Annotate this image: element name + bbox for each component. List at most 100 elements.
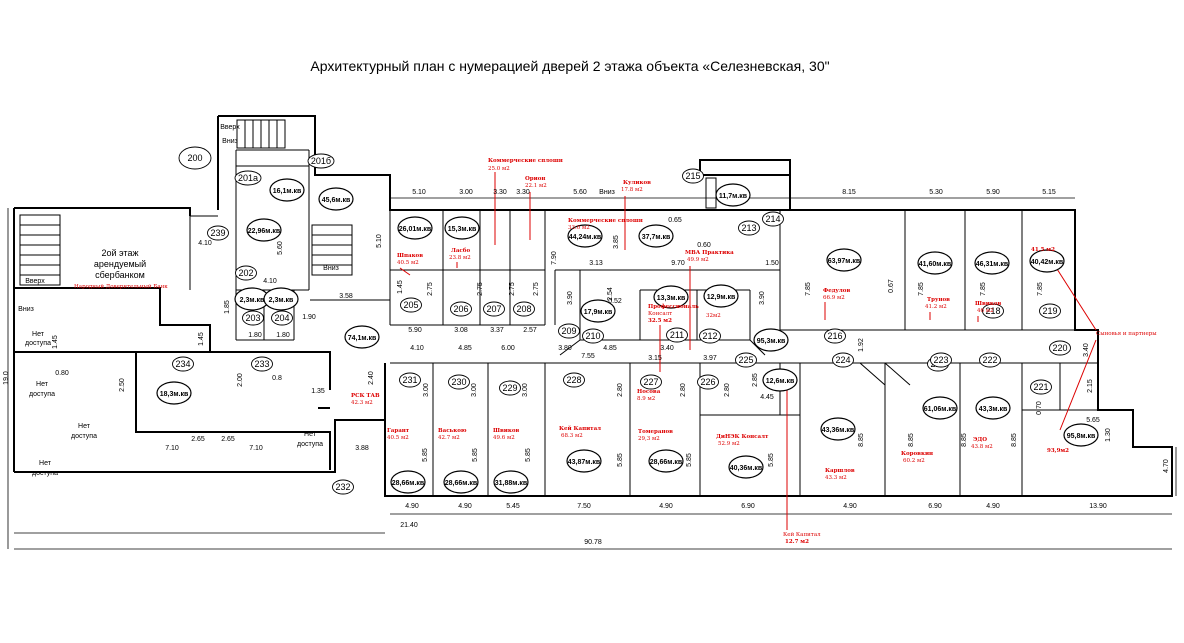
- dimension-label: 2.65: [221, 436, 235, 443]
- room-number: 212: [702, 331, 717, 341]
- area-value: 74,1м.кв: [348, 335, 377, 342]
- room-number: 206: [453, 304, 468, 314]
- room-number: 218: [985, 306, 1000, 316]
- dimension-label: 3.00: [459, 189, 473, 196]
- area-label: 46,31м.кв: [974, 251, 1010, 275]
- room-number-circle: [242, 310, 264, 326]
- room-number-circle: [582, 328, 604, 344]
- dimension-label: 1.50: [765, 260, 779, 267]
- room-number-circle: [738, 220, 760, 236]
- zone-label: Нет: [36, 381, 49, 388]
- dimension-label: 0.8: [272, 375, 282, 382]
- zone-label: доступа: [29, 391, 55, 398]
- room-number: 225: [738, 355, 753, 365]
- room-number: 230: [451, 377, 466, 387]
- area-oval: [653, 285, 689, 309]
- dimension-label-vertical: 19.0: [3, 371, 10, 385]
- dimension-label: 7.55: [581, 353, 595, 360]
- dimension-label-vertical: 2.80: [680, 383, 687, 397]
- dimension-label: 0.65: [668, 217, 682, 224]
- area-oval: [263, 287, 299, 311]
- dimension-label: 4.90: [405, 503, 419, 510]
- dimension-label-vertical: 3.90: [567, 291, 574, 305]
- tenant-label: 41.5 м2: [1031, 247, 1055, 253]
- dimension-label-vertical: 2.75: [477, 282, 484, 296]
- room-number: 224: [835, 355, 850, 365]
- area-label: 28,66м.кв: [648, 449, 684, 473]
- area-label: 13,3м.кв: [653, 285, 689, 309]
- dimension-label: 0.80: [55, 370, 69, 377]
- area-value: 2,3м.кв: [269, 297, 294, 304]
- dimension-label-vertical: 5.85: [422, 448, 429, 462]
- area-label: 61,06м.кв: [922, 396, 958, 420]
- area-label: 17,9м.кв: [580, 299, 616, 323]
- room-number-marker: 213: [738, 220, 760, 236]
- room-number-circle: [400, 297, 422, 313]
- dimension-label-vertical: 0.70: [1036, 401, 1043, 415]
- area-oval: [567, 224, 603, 248]
- room-number-circle: [271, 310, 293, 326]
- area-value: 22,96м.кв: [248, 228, 281, 235]
- dimension-label: 7.10: [165, 445, 179, 452]
- area-label: 31,88м.кв: [493, 470, 529, 494]
- room-number-circle: [640, 374, 662, 390]
- area-label: 45,6м.кв: [318, 187, 354, 211]
- room-number-marker: 202: [235, 265, 257, 281]
- room-number-marker: 204: [271, 310, 293, 326]
- room-number-circle: [1049, 340, 1071, 356]
- area-value: 31,88м.кв: [495, 480, 528, 487]
- room-number-marker: 201а: [234, 170, 262, 186]
- room-number-marker: 234: [172, 356, 194, 372]
- tenant-label: Консалт: [648, 311, 672, 317]
- dimension-label-vertical: 8.85: [1011, 433, 1018, 447]
- room-number-marker: 214: [762, 211, 784, 227]
- room-number-marker: 230: [448, 374, 470, 390]
- dimension-label-vertical: 5.85: [472, 448, 479, 462]
- tenant-label: Швиков: [493, 428, 520, 434]
- room-number-marker: 201б: [307, 153, 335, 169]
- tenant-label: Коммерческие сплошн: [488, 158, 563, 164]
- tenant-label: 33.0 м2: [568, 225, 590, 231]
- room-number-marker: 209: [558, 323, 580, 339]
- room-number-marker: 222: [979, 352, 1001, 368]
- area-oval: [638, 224, 674, 248]
- plan-title: Архитектурный план с нумерацией дверей 2…: [310, 58, 830, 74]
- dimension-label: 7.50: [577, 503, 591, 510]
- room-number: 210: [585, 331, 600, 341]
- area-oval: [493, 470, 529, 494]
- stair-label: Вверх: [25, 278, 45, 285]
- room-number-marker: 228: [563, 372, 585, 388]
- area-label: 37,7м.кв: [638, 224, 674, 248]
- dimension-label: 0.60: [697, 242, 711, 249]
- dimension-label-vertical: 0.67: [888, 279, 895, 293]
- area-oval: [703, 284, 739, 308]
- room-number-marker: 218: [982, 303, 1004, 319]
- area-oval: [269, 178, 305, 202]
- area-oval: [1029, 249, 1065, 273]
- building-walls: [13, 115, 1173, 497]
- room-number-marker: 220: [1049, 340, 1071, 356]
- area-value: 15,3м.кв: [448, 226, 477, 233]
- area-oval: [648, 449, 684, 473]
- room-number-marker: 203: [242, 310, 264, 326]
- zone-label: доступа: [32, 470, 58, 477]
- dimension-label: 3.30: [516, 189, 530, 196]
- tenant-label: 42.7 м2: [438, 435, 460, 441]
- dimension-label: 3.08: [454, 327, 468, 334]
- dimension-label-vertical: 2.54: [607, 287, 614, 301]
- dimension-label: 3.97: [703, 355, 717, 362]
- dimension-label-vertical: 7.85: [805, 282, 812, 296]
- dimension-label: 5.30: [929, 189, 943, 196]
- dimension-label: 3.58: [339, 293, 353, 300]
- room-number-circle: [666, 327, 688, 343]
- tenant-label: Кей Капитал: [559, 425, 601, 432]
- dimension-label-vertical: 7.85: [918, 282, 925, 296]
- dimension-label-vertical: 4.70: [1163, 459, 1170, 473]
- stair-label: Вверх: [220, 124, 240, 131]
- area-value: 44,24м.кв: [569, 234, 602, 241]
- tenant-label: 32м2: [706, 313, 721, 319]
- area-label: 12,6м.кв: [762, 368, 798, 392]
- area-value: 13,3м.кв: [657, 295, 686, 302]
- room-number-circle: [699, 328, 721, 344]
